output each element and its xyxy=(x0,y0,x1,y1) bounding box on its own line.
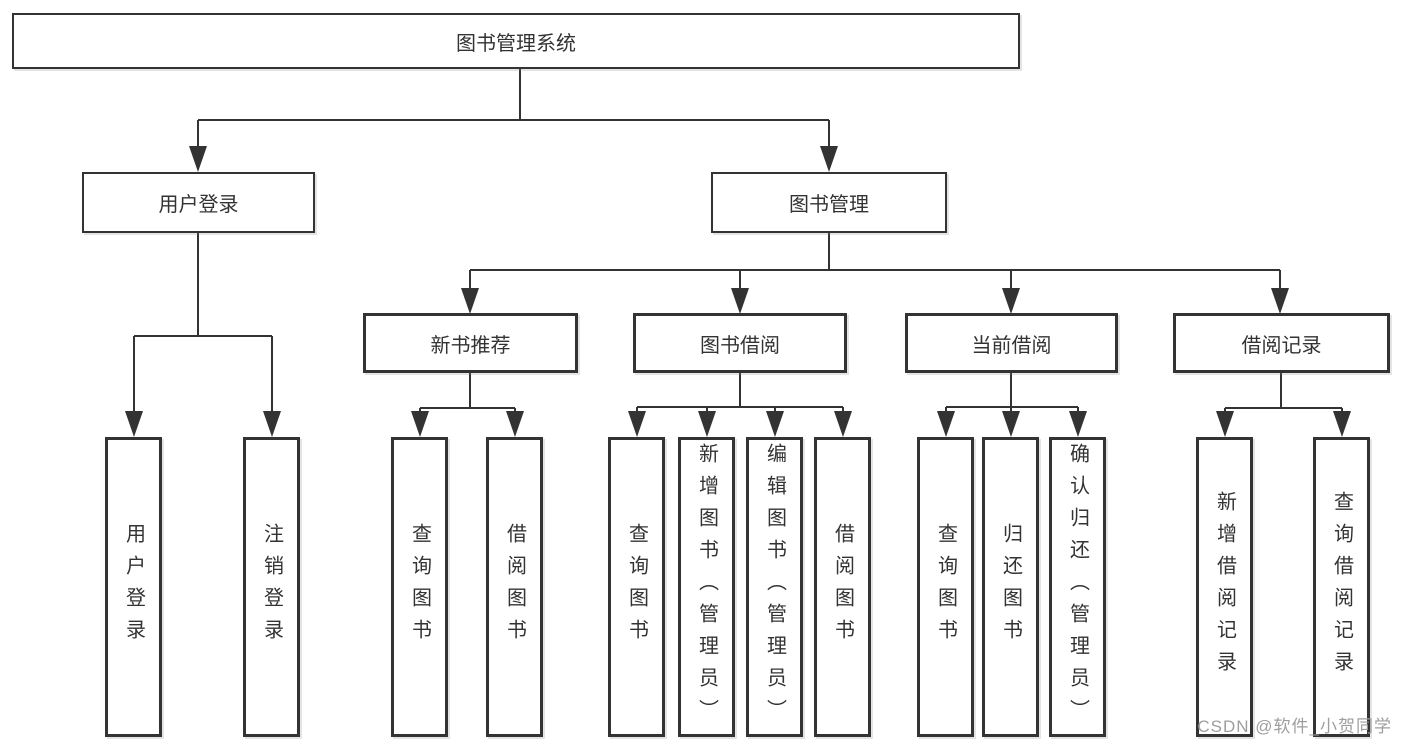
connector-records-group xyxy=(1224,373,1343,414)
node-label: 借阅图书 xyxy=(831,523,854,651)
node-label: 新增借阅记录 xyxy=(1213,491,1236,683)
arrowhead-icon xyxy=(628,411,646,437)
arrowhead-icon xyxy=(1271,288,1289,314)
leaf-add-book-admin: 新增图书（管理员） xyxy=(678,437,735,737)
connector-bookborrow-group xyxy=(636,373,844,414)
arrowhead-icon xyxy=(189,146,207,172)
leaf-query-books-recommend: 查询图书 xyxy=(391,437,448,737)
node-label: 借阅图书 xyxy=(503,523,526,651)
leaf-add-borrow-record: 新增借阅记录 xyxy=(1196,437,1253,737)
node-label: 新书推荐 xyxy=(430,334,511,357)
arrowhead-icon xyxy=(766,411,784,437)
node-borrow-records: 借阅记录 xyxy=(1173,313,1390,373)
arrowheads xyxy=(125,146,1351,437)
arrowhead-icon xyxy=(834,411,852,437)
node-label: 确认归还（管理员） xyxy=(1066,443,1089,731)
node-current-borrow: 当前借阅 xyxy=(905,313,1118,373)
arrowhead-icon xyxy=(820,146,838,172)
arrowhead-icon xyxy=(1069,411,1087,437)
arrowhead-icon xyxy=(1216,411,1234,437)
node-label: 查询图书 xyxy=(625,523,648,651)
connector-userlogin-group xyxy=(133,233,273,415)
leaf-query-borrow-record: 查询借阅记录 xyxy=(1313,437,1370,737)
node-label: 查询图书 xyxy=(934,523,957,651)
node-label: 查询图书 xyxy=(408,523,431,651)
node-book-management: 图书管理 xyxy=(711,172,947,233)
node-label: 新增图书（管理员） xyxy=(695,443,718,731)
arrowhead-icon xyxy=(937,411,955,437)
arrowhead-icon xyxy=(461,288,479,314)
node-label: 图书管理系统 xyxy=(456,32,576,55)
connector-bookmgmt-to-level2 xyxy=(469,233,1281,292)
node-label: 图书管理 xyxy=(789,194,869,216)
leaf-user-login: 用户登录 xyxy=(105,437,162,737)
node-new-book-recommend: 新书推荐 xyxy=(363,313,578,373)
node-label: 借阅记录 xyxy=(1241,334,1322,357)
connector-currentborrow-group xyxy=(945,373,1079,414)
leaf-borrow-books: 借阅图书 xyxy=(814,437,871,737)
node-label: 当前借阅 xyxy=(971,334,1052,357)
leaf-query-books-borrow: 查询图书 xyxy=(608,437,665,737)
node-user-login: 用户登录 xyxy=(82,172,315,233)
arrowhead-icon xyxy=(1002,411,1020,437)
arrowhead-icon xyxy=(1002,288,1020,314)
leaf-query-books-current: 查询图书 xyxy=(917,437,974,737)
leaf-return-book: 归还图书 xyxy=(982,437,1039,737)
arrowhead-icon xyxy=(125,411,143,437)
connector-root-to-level1 xyxy=(197,69,830,150)
leaf-edit-book-admin: 编辑图书（管理员） xyxy=(746,437,803,737)
arrowhead-icon xyxy=(698,411,716,437)
node-library-system: 图书管理系统 xyxy=(12,13,1020,69)
leaf-borrow-books-recommend: 借阅图书 xyxy=(486,437,543,737)
node-label: 用户登录 xyxy=(122,523,145,651)
arrowhead-icon xyxy=(411,411,429,437)
node-label: 归还图书 xyxy=(999,523,1022,651)
csdn-watermark: CSDN @软件_小贺同学 xyxy=(1197,717,1392,736)
connector-newbook-group xyxy=(419,373,516,414)
arrowhead-icon xyxy=(263,411,281,437)
leaf-logout: 注销登录 xyxy=(243,437,300,737)
node-label: 注销登录 xyxy=(260,523,283,651)
node-label: 查询借阅记录 xyxy=(1330,491,1353,683)
arrowhead-icon xyxy=(506,411,524,437)
connector-paths xyxy=(133,69,1343,415)
node-label: 编辑图书（管理员） xyxy=(763,443,786,731)
leaf-confirm-return-admin: 确认归还（管理员） xyxy=(1049,437,1106,737)
arrowhead-icon xyxy=(1333,411,1351,437)
node-book-borrow: 图书借阅 xyxy=(633,313,847,373)
arrowhead-icon xyxy=(731,288,749,314)
node-label: 图书借阅 xyxy=(700,334,780,357)
node-label: 用户登录 xyxy=(158,194,239,216)
